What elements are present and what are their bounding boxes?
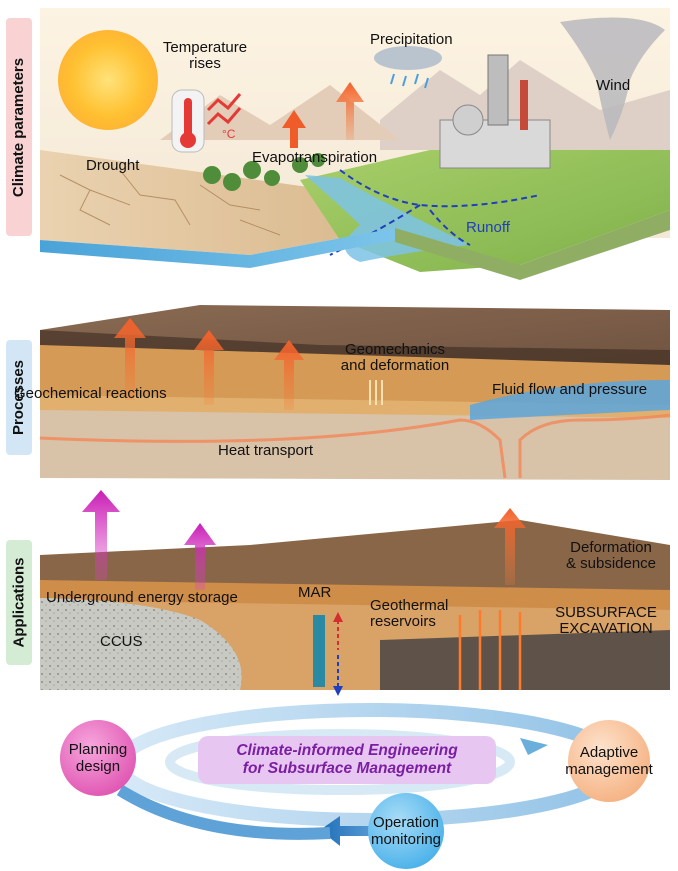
evapotranspiration-label: Evapotranspiration (252, 149, 378, 166)
planning-line1: Planning (68, 741, 128, 758)
deformation-line1: Deformation (570, 539, 652, 556)
operation-monitoring-node: Operation monitoring (368, 793, 444, 869)
temperature-line2: rises (189, 55, 221, 72)
central-theme-box: Climate-informed Engineering for Subsurf… (198, 736, 496, 784)
celsius-label: °C (222, 127, 236, 141)
drought-label: Drought (86, 157, 140, 174)
fluid-flow-label: Fluid flow and pressure (492, 381, 648, 398)
runoff-label: Runoff (466, 219, 510, 236)
heat-transport-label: Heat transport (218, 442, 314, 459)
temperature-line1: Temperature (162, 39, 248, 56)
climate-parameters-label: Climate parameters (10, 57, 28, 197)
geomechanics-label: Geomechanics and deformation (325, 342, 465, 374)
deformation-label: Deformation & subsidence (556, 540, 666, 572)
geomechanics-line2: and deformation (340, 357, 450, 374)
adaptive-management-node: Adaptive management (565, 720, 653, 802)
operation-line2: monitoring (370, 831, 442, 848)
geomechanics-line1: Geomechanics (344, 341, 446, 358)
mar-label: MAR (298, 584, 332, 601)
operation-line1: Operation (373, 814, 439, 831)
adaptive-line1: Adaptive (579, 744, 639, 761)
geothermal-line1: Geothermal (370, 597, 449, 614)
central-theme-line1: Climate-informed Engineering (236, 742, 458, 759)
wind-label: Wind (596, 77, 631, 94)
planning-line2: design (75, 758, 121, 775)
precipitation-label: Precipitation (370, 31, 453, 48)
geochemical-label: Geochemical reactions (14, 385, 167, 402)
excavation-line1: SUBSURFACE (555, 604, 657, 621)
applications-label: Applications (10, 557, 28, 648)
excavation-label: SUBSURFACE EXCAVATION (546, 605, 666, 637)
deformation-line2: & subsidence (565, 555, 657, 572)
geothermal-line2: reservoirs (370, 613, 436, 630)
temperature-label: Temperature rises (150, 40, 260, 72)
climate-parameters-tab: Climate parameters (6, 18, 32, 236)
excavation-line2: EXCAVATION (559, 620, 653, 637)
geothermal-label: Geothermal reservoirs (370, 598, 448, 630)
planning-design-node: Planning design (60, 720, 136, 796)
adaptive-line2: management (565, 761, 653, 778)
processes-tab: Processes (6, 340, 32, 455)
ccus-label: CCUS (100, 633, 143, 650)
energy-storage-label: Underground energy storage (46, 589, 238, 606)
central-theme-line2: for Subsurface Management (242, 760, 452, 777)
applications-tab: Applications (6, 540, 32, 665)
